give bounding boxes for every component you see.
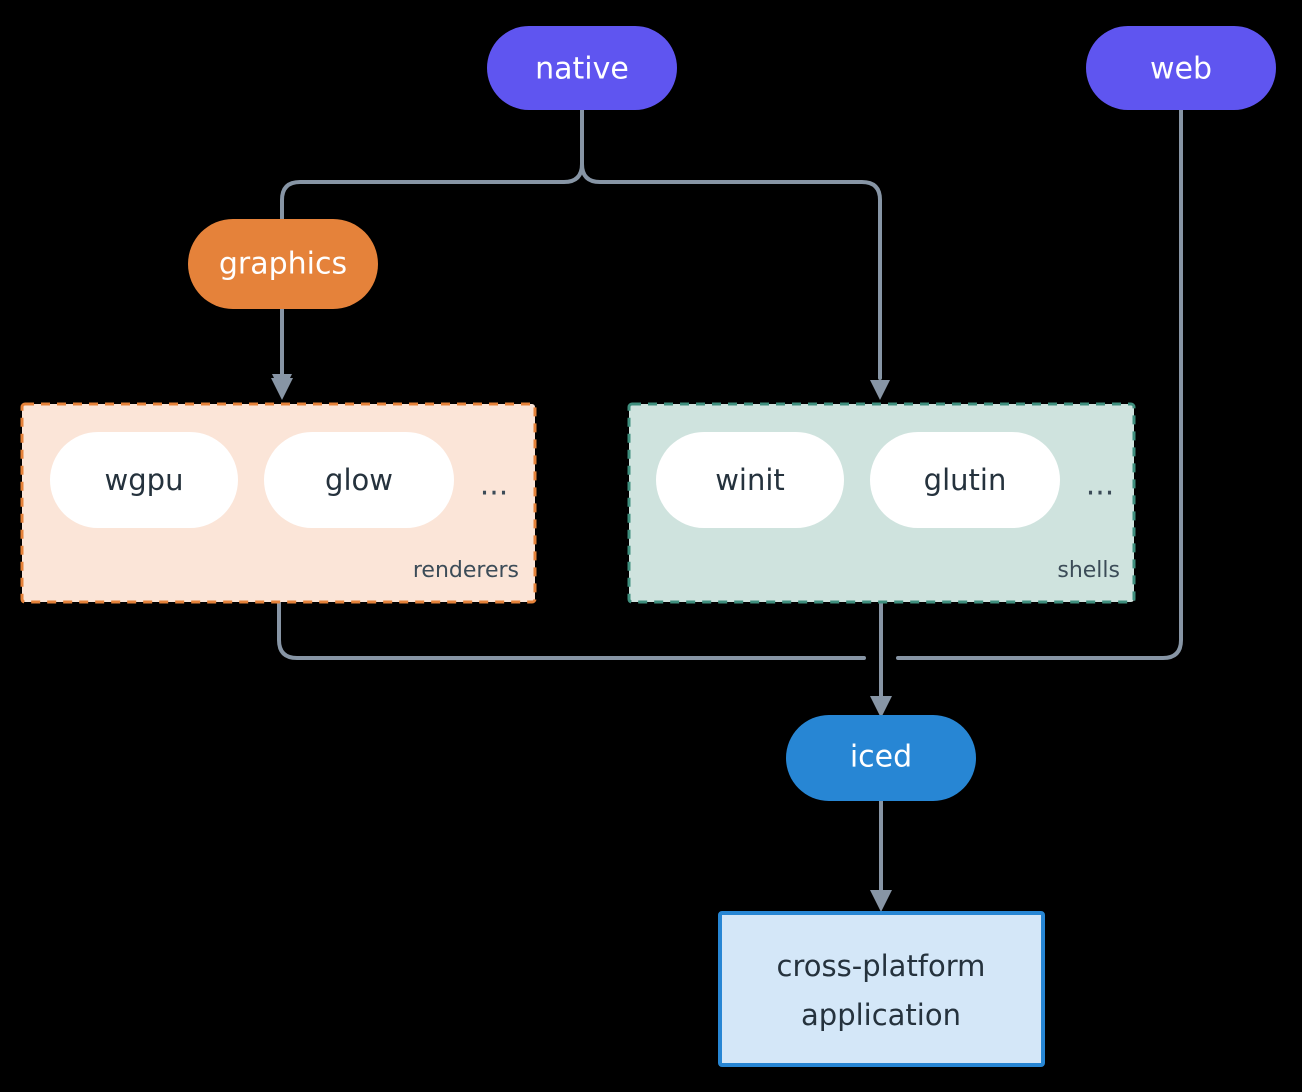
node-graphics[interactable]: graphics [188,219,378,309]
node-glutin-label: glutin [924,463,1007,497]
arrow-head-app [870,890,892,912]
group-shells-caption: shells [1057,558,1120,583]
node-native-shape [487,26,677,110]
node-wgpu-shape [50,432,238,528]
node-winit[interactable]: winit [656,432,844,528]
renderers-overflow-ellipsis: ... [480,468,509,503]
node-application-label-line2: application [801,998,961,1032]
group-renderers: wgpu glow ... renderers [20,402,537,604]
node-web[interactable]: web [1086,26,1276,110]
node-native-label: native [535,52,629,87]
node-wgpu[interactable]: wgpu [50,432,238,528]
node-glutin-shape [870,432,1060,528]
group-renderers-caption: renderers [413,558,519,583]
node-glow[interactable]: glow [264,432,454,528]
arrow-head-iced [870,696,892,718]
node-application[interactable]: cross-platform application [718,911,1045,1067]
shells-overflow-ellipsis: ... [1086,468,1115,503]
node-glow-label: glow [325,463,393,497]
node-application-label-line1: cross-platform [777,949,986,983]
node-wgpu-label: wgpu [105,463,184,497]
node-winit-label: winit [715,463,785,497]
node-iced-shape [786,715,976,801]
group-shells: winit glutin ... shells [627,402,1136,604]
node-web-label: web [1150,52,1212,87]
node-native[interactable]: native [487,26,677,110]
node-application-shape [718,911,1045,1067]
arrow-head-renderers [271,378,293,400]
node-winit-shape [656,432,844,528]
arrow-head-shells [870,380,890,400]
edge-renderers-iced [277,600,866,660]
node-glutin[interactable]: glutin [870,432,1060,528]
node-glow-shape [264,432,454,528]
edge-native-bus [580,108,882,380]
edge-web-iced [896,108,1183,660]
node-iced-label: iced [850,740,912,775]
edge-layer [271,108,1183,912]
node-iced[interactable]: iced [786,715,976,801]
node-web-shape [1086,26,1276,110]
node-graphics-label: graphics [219,247,347,282]
node-graphics-shape [188,219,378,309]
edge-native-left-bus [280,162,584,380]
